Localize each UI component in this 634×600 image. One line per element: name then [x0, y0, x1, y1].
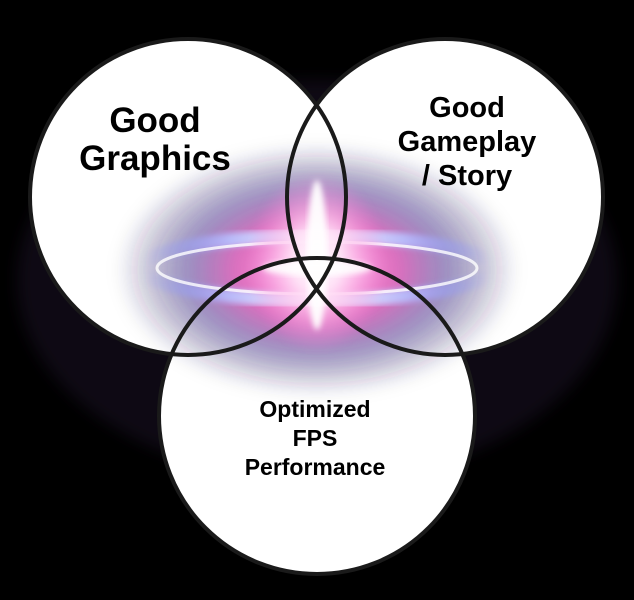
label-good-gameplay-story: Good Gameplay / Story [382, 91, 552, 193]
outline-gameplay [285, 37, 605, 357]
label-good-graphics: Good Graphics [70, 102, 240, 178]
label-line: Graphics [79, 139, 231, 178]
outline-fps [157, 256, 477, 576]
label-line: Gameplay [397, 126, 537, 158]
outline-graphics [28, 37, 348, 357]
label-line: Good [109, 101, 201, 140]
label-line: Good [429, 92, 505, 124]
label-line: Performance [244, 454, 386, 480]
label-line: Optimized [259, 396, 371, 422]
circle-outlines [28, 37, 605, 576]
label-line: / Story [421, 160, 513, 192]
label-line: FPS [292, 425, 338, 451]
label-optimized-fps-performance: Optimized FPS Performance [215, 395, 415, 482]
